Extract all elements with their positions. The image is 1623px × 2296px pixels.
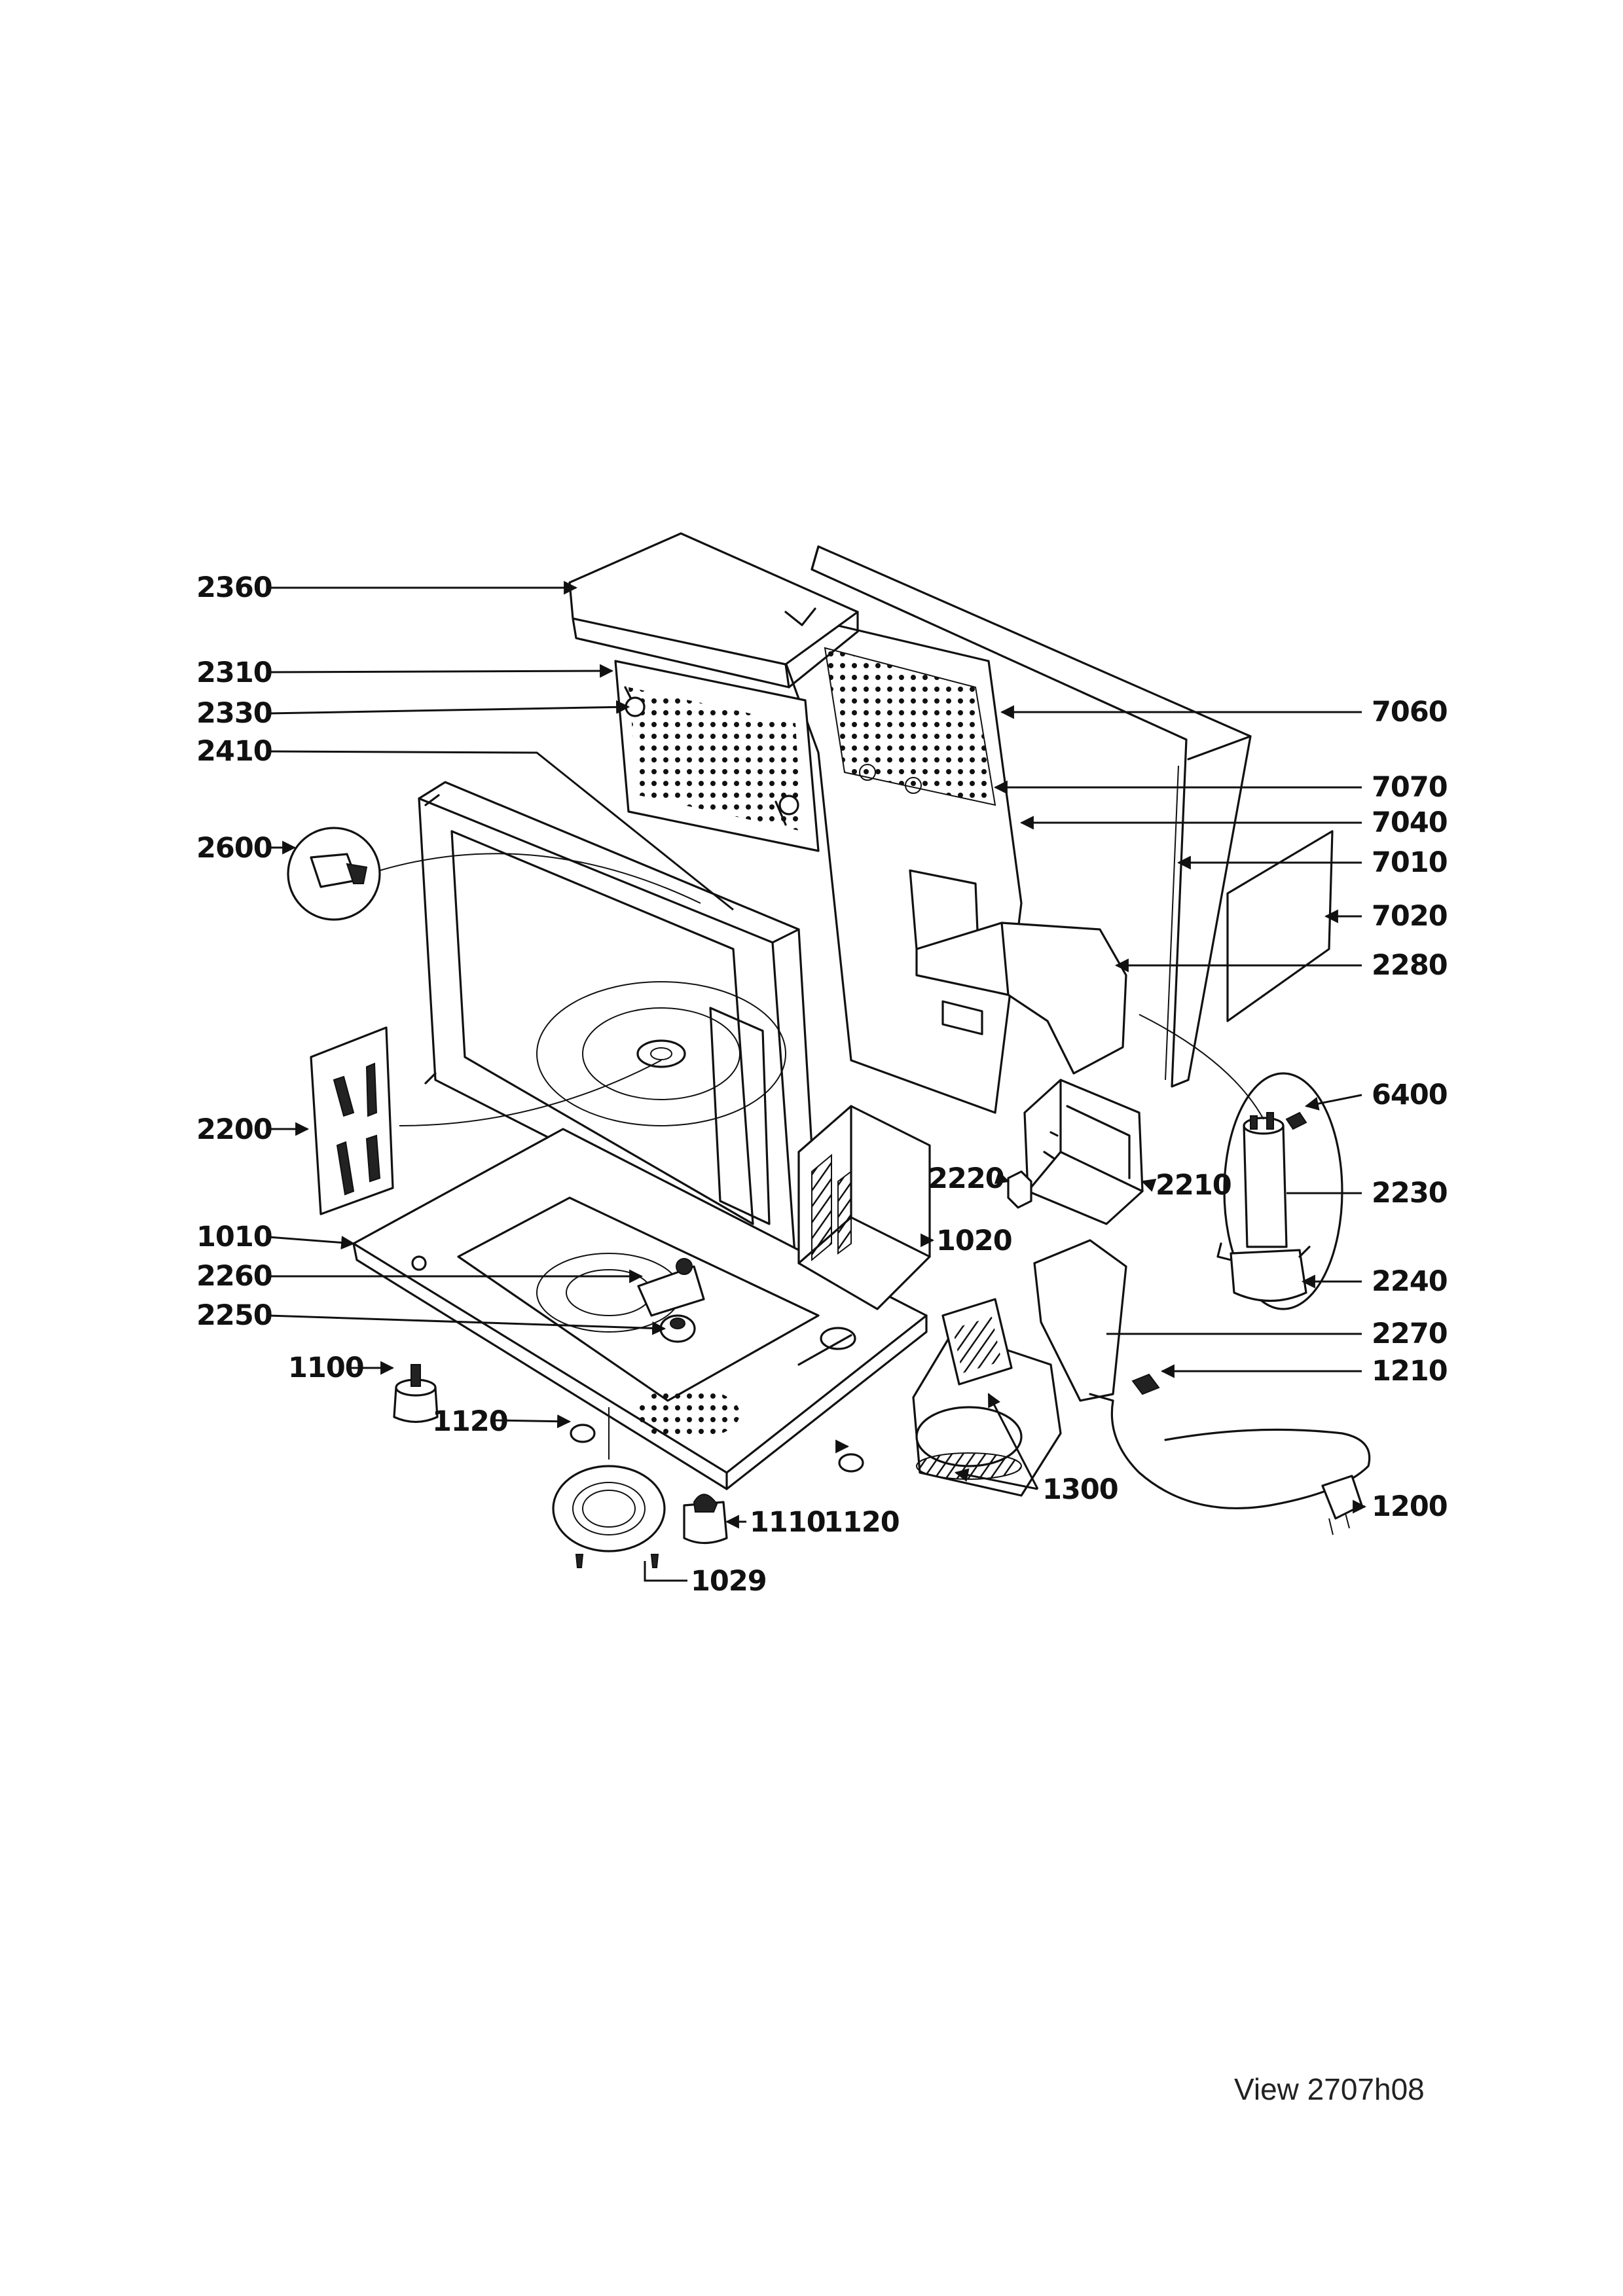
fuse-holder-2230 — [1139, 1014, 1343, 1310]
label-1300: 1300 — [1042, 1473, 1118, 1506]
label-2220: 2220 — [928, 1162, 1004, 1195]
base-plate-1010 — [352, 1128, 928, 1490]
rear-panel-7060 — [811, 545, 1252, 1088]
label-2210: 2210 — [1156, 1169, 1231, 1202]
label-7060: 7060 — [1372, 696, 1448, 728]
bracket-2270 — [1033, 1239, 1127, 1402]
back-wall-7070 — [765, 607, 1023, 1114]
label-1020: 1020 — [936, 1225, 1012, 1257]
label-1029: 1029 — [691, 1565, 767, 1598]
turntable-motor-2260 — [637, 1258, 705, 1317]
label-1120-left: 1120 — [432, 1405, 508, 1438]
label-2280: 2280 — [1372, 949, 1448, 982]
lamp-holder-2600 — [287, 827, 701, 921]
label-2230: 2230 — [1372, 1177, 1448, 1210]
label-1200: 1200 — [1372, 1490, 1448, 1523]
label-1100: 1100 — [288, 1352, 364, 1384]
label-7040: 7040 — [1372, 806, 1448, 839]
coupler-2250 — [659, 1314, 696, 1343]
leader-lines — [268, 581, 1367, 1582]
view-caption: View 2707h08 — [1234, 2072, 1425, 2106]
foot-1110 — [683, 1494, 728, 1545]
foot-1120-left — [570, 1424, 596, 1443]
label-2360: 2360 — [196, 571, 272, 604]
label-2410: 2410 — [196, 735, 272, 768]
label-6400: 6400 — [1372, 1079, 1448, 1111]
label-7010: 7010 — [1372, 846, 1448, 879]
switch-2220 — [1007, 1170, 1032, 1209]
label-2330: 2330 — [196, 697, 272, 730]
mains-cord-1200 — [1089, 1373, 1371, 1535]
magnetron-1300 — [912, 1298, 1062, 1497]
label-1010: 1010 — [196, 1221, 272, 1253]
turntable-support-1029 — [552, 1407, 666, 1568]
label-1110: 1110 — [750, 1506, 826, 1539]
label-2600: 2600 — [196, 832, 272, 865]
label-2310: 2310 — [196, 656, 272, 689]
label-1120-right: 1120 — [824, 1506, 900, 1539]
label-7020: 7020 — [1372, 900, 1448, 933]
foot-1120-right — [838, 1453, 864, 1473]
label-2240: 2240 — [1372, 1265, 1448, 1298]
waveguide-2280 — [915, 922, 1127, 1075]
appliance-drawing — [287, 532, 1371, 1568]
mica-cover-2200 — [310, 1026, 662, 1215]
part-labels: 2360 2310 2330 2410 2600 2200 1010 2260 … — [196, 571, 1448, 1598]
side-plate-7020 — [1226, 830, 1334, 1022]
vent-grille-2330 — [614, 660, 820, 852]
transformer-1020 — [797, 1105, 931, 1310]
foot-1100 — [393, 1364, 439, 1424]
label-2200: 2200 — [196, 1113, 272, 1146]
label-1210: 1210 — [1372, 1355, 1448, 1388]
capacitor-2210 — [1023, 1079, 1144, 1225]
top-cover-2360 — [568, 532, 859, 689]
label-2250: 2250 — [196, 1299, 272, 1332]
label-2260: 2260 — [196, 1260, 272, 1293]
label-2270: 2270 — [1372, 1318, 1448, 1350]
label-7070: 7070 — [1372, 771, 1448, 804]
